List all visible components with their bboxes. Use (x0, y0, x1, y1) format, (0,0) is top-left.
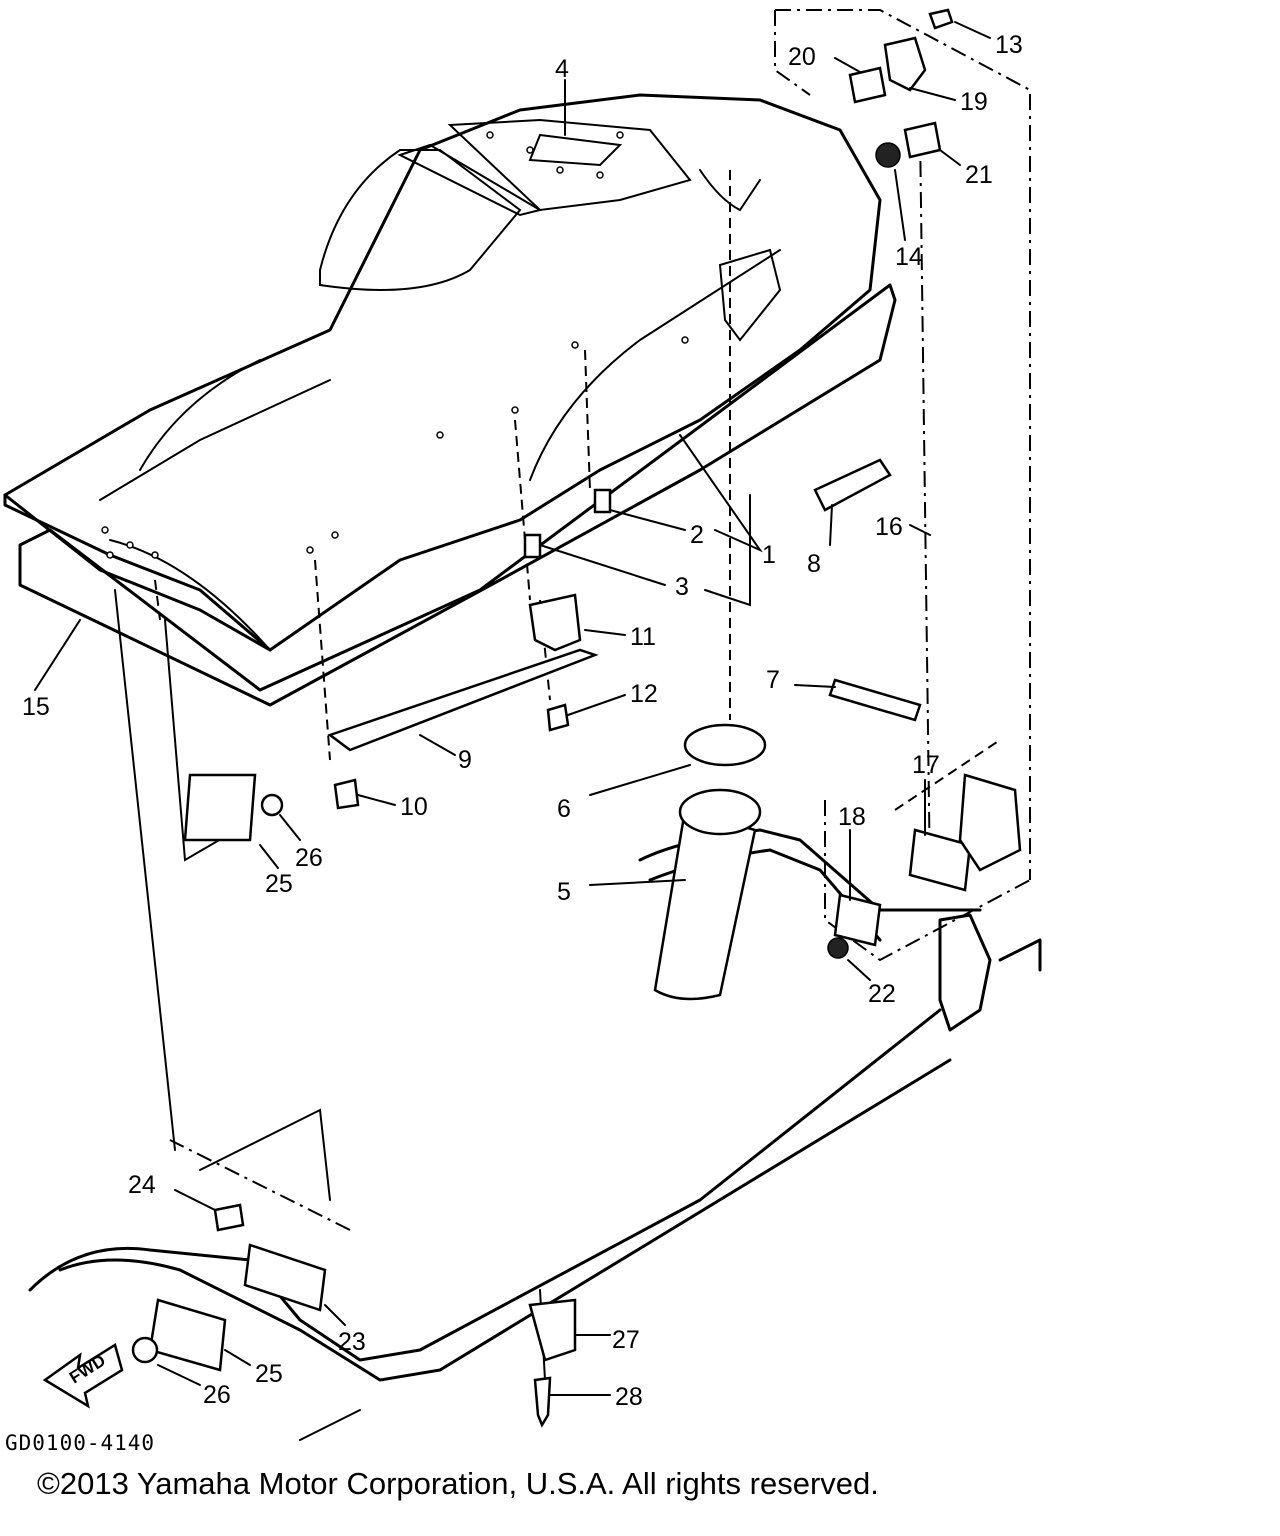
callout-26-lower: 26 (203, 1381, 231, 1409)
callout-2: 2 (690, 521, 704, 549)
forward-arrow-icon: FWD (42, 1343, 124, 1409)
callout-9: 9 (458, 746, 472, 774)
callout-5: 5 (557, 878, 571, 906)
copyright-notice: ©2013 Yamaha Motor Corporation, U.S.A. A… (37, 1466, 879, 1501)
callout-14: 14 (895, 243, 923, 271)
callout-13: 13 (995, 31, 1023, 59)
callout-22: 22 (868, 980, 896, 1008)
callout-12: 12 (630, 680, 658, 708)
callout-8: 8 (807, 550, 821, 578)
callout-1: 1 (762, 541, 776, 569)
callout-7: 7 (766, 666, 780, 694)
callout-19: 19 (960, 88, 988, 116)
callout-26-upper: 26 (295, 844, 323, 872)
parts (131, 8, 1022, 1428)
callout-leaders (34, 21, 991, 1396)
callout-16: 16 (875, 513, 903, 541)
callout-labels: 1 2 3 4 5 6 7 8 9 10 11 12 13 14 15 16 1… (22, 31, 1023, 1411)
callout-3: 3 (675, 573, 689, 601)
callout-24: 24 (128, 1171, 156, 1199)
callout-27: 27 (612, 1326, 640, 1354)
callout-28: 28 (615, 1383, 643, 1411)
callout-15: 15 (22, 693, 50, 721)
seat-assembly (3, 93, 897, 707)
callout-25-lower: 25 (255, 1360, 283, 1388)
callout-17: 17 (912, 751, 940, 779)
callout-18: 18 (838, 803, 866, 831)
callout-6: 6 (557, 795, 571, 823)
callout-23: 23 (338, 1328, 366, 1356)
callout-20: 20 (788, 43, 816, 71)
diagram-reference-code: GD0100-4140 (5, 1431, 155, 1455)
callout-21: 21 (965, 161, 993, 189)
callout-10: 10 (400, 793, 428, 821)
callout-11: 11 (630, 623, 656, 651)
callout-25-upper: 25 (265, 870, 293, 898)
callout-4: 4 (555, 55, 569, 83)
